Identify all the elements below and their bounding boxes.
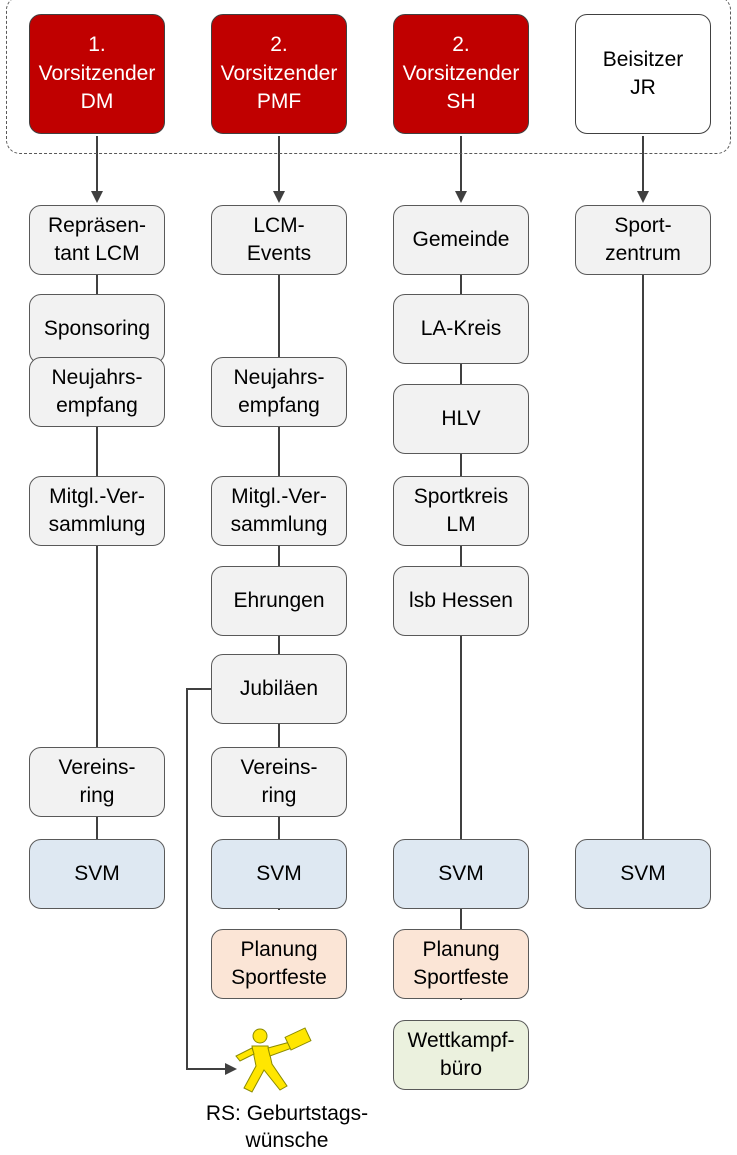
task-col3-svm: SVM <box>393 839 529 909</box>
task-col1-mitgl-ver-sammlung: Mitgl.-Ver- sammlung <box>29 476 165 546</box>
task-col3-sportkreis-lm: Sportkreis LM <box>393 476 529 546</box>
arrow-jubilaeen-to-rs <box>186 688 237 1075</box>
task-col3-la-kreis: LA-Kreis <box>393 294 529 364</box>
task-col1-repräsen-tant-lcm: Repräsen- tant LCM <box>29 205 165 275</box>
task-col2-lcm-events: LCM- Events <box>211 205 347 275</box>
task-col1-sponsoring: Sponsoring <box>29 294 165 364</box>
task-col1-neujahrs-empfang: Neujahrs- empfang <box>29 357 165 427</box>
person-with-letter-icon <box>235 1027 312 1093</box>
task-col4-svm: SVM <box>575 839 711 909</box>
task-col2-svm: SVM <box>211 839 347 909</box>
task-col2-jubiläen: Jubiläen <box>211 654 347 724</box>
task-col3-wettkampf-büro: Wettkampf- büro <box>393 1020 529 1090</box>
task-col1-svm: SVM <box>29 839 165 909</box>
leadership-group <box>6 0 731 154</box>
task-col2-planung-sportfeste: Planung Sportfeste <box>211 929 347 999</box>
task-col3-planung-sportfeste: Planung Sportfeste <box>393 929 529 999</box>
task-col2-mitgl-ver-sammlung: Mitgl.-Ver- sammlung <box>211 476 347 546</box>
task-col2-ehrungen: Ehrungen <box>211 566 347 636</box>
head-2: 2. Vorsitzender PMF <box>211 14 347 134</box>
task-col2-neujahrs-empfang: Neujahrs- empfang <box>211 357 347 427</box>
head-4: Beisitzer JR <box>575 14 711 134</box>
task-col4-sport-zentrum: Sport- zentrum <box>575 205 711 275</box>
task-col3-hlv: HLV <box>393 384 529 454</box>
task-col3-lsb-hessen: lsb Hessen <box>393 566 529 636</box>
rs-caption: RS: Geburtstags- wünsche <box>205 1102 369 1153</box>
task-col1-vereins-ring: Vereins- ring <box>29 747 165 817</box>
task-col2-vereins-ring: Vereins- ring <box>211 747 347 817</box>
head-3: 2. Vorsitzender SH <box>393 14 529 134</box>
head-1: 1. Vorsitzender DM <box>29 14 165 134</box>
task-col3-gemeinde: Gemeinde <box>393 205 529 275</box>
